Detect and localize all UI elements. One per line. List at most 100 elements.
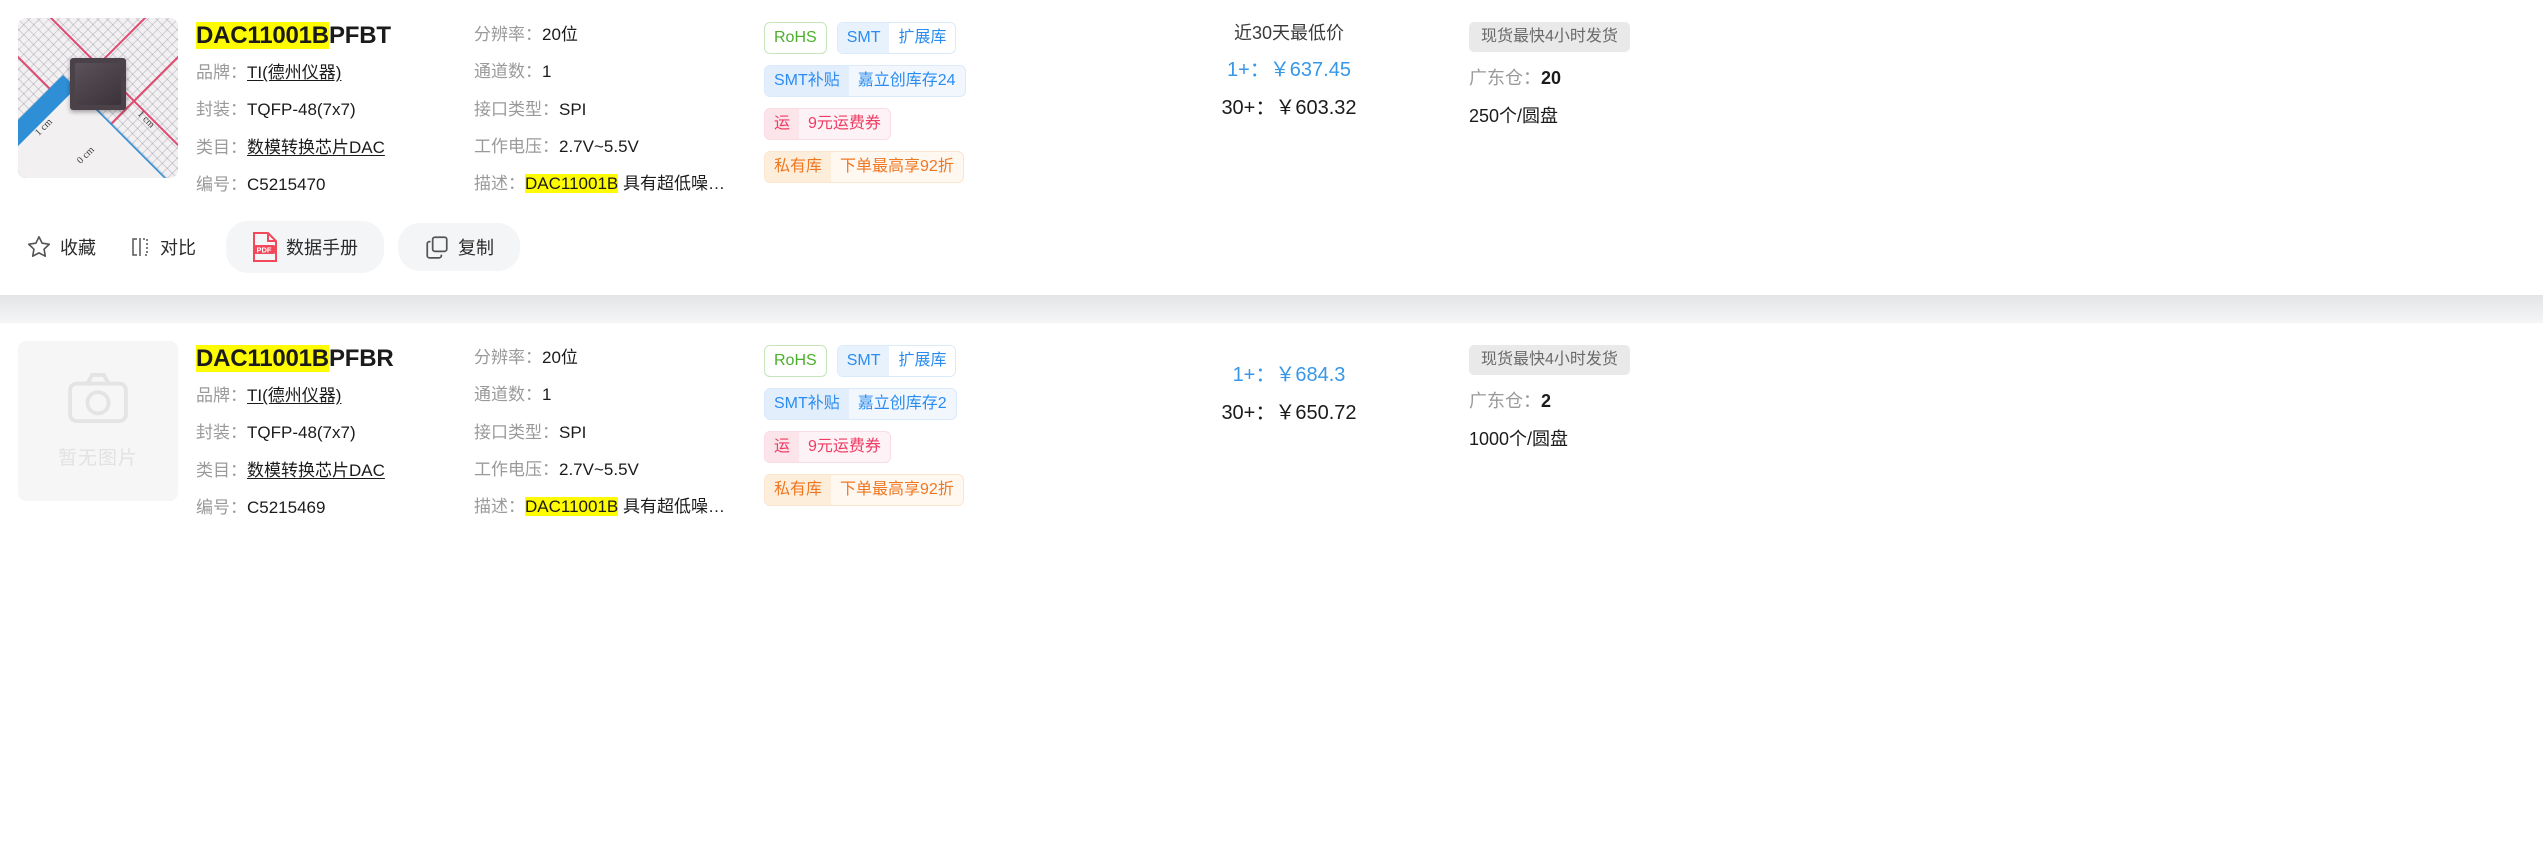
product-title-highlight: DAC11001B <box>196 22 329 49</box>
description-highlight: DAC11001B <box>525 174 619 193</box>
tag-ship[interactable]: 运 9元运费券 <box>764 431 891 463</box>
description-label: 描述： <box>474 497 525 516</box>
description-highlight: DAC11001B <box>525 497 619 516</box>
tag-ship-prefix: 运 <box>765 432 800 462</box>
compare-button[interactable]: 对比 <box>112 228 212 266</box>
price-qty: 30+： <box>1221 402 1276 424</box>
datasheet-label: 数据手册 <box>286 238 358 258</box>
product-thumbnail[interactable]: 暂无图片 <box>18 341 178 501</box>
spec-value: 2.7V~5.5V <box>559 136 639 156</box>
price-note: 近30天最低价 <box>1233 23 1345 43</box>
tag-private[interactable]: 私有库下单最高享92折 <box>764 151 964 183</box>
datasheet-button[interactable]: PDF 数据手册 <box>226 221 384 273</box>
attribute-row: 品牌：TI(德州仪器) <box>196 385 474 406</box>
packaging-info: 250个/圆盘 <box>1469 105 1559 126</box>
tag-row: 私有库下单最高享92折 <box>764 151 1109 183</box>
spec-row: 工作电压：2.7V~5.5V <box>474 136 764 157</box>
price-tier: 30+：￥603.32 <box>1109 98 1469 118</box>
price-qty: 1+： <box>1232 364 1276 386</box>
product-thumbnail-cell[interactable]: 暂无图片 <box>0 323 196 501</box>
warehouse-label: 广东仓： <box>1469 68 1541 88</box>
tag-smt-text: 扩展库 <box>889 346 956 376</box>
tag-rohs-label: RoHS <box>774 29 817 46</box>
tag-subsidy[interactable]: SMT补贴嘉立创库存24 <box>764 65 966 97</box>
attribute-label: 类目： <box>196 460 247 480</box>
tag-row: 运 9元运费券 <box>764 431 1109 463</box>
spec-row: 通道数：1 <box>474 61 764 82</box>
product-actions: 收藏 对比 PDF 数据手册 复制 <box>0 211 2543 295</box>
product-info-column: DAC11001BPFBR 品牌：TI(德州仪器) 封装：TQFP-48(7x7) 类… <box>196 323 474 534</box>
spec-value: 1 <box>542 62 552 82</box>
pdf-icon: PDF <box>252 232 278 262</box>
product-title[interactable]: DAC11001BPFBR <box>196 345 474 372</box>
no-image-text: 暂无图片 <box>57 448 138 469</box>
attribute-value[interactable]: 数模转换芯片DAC <box>247 460 385 480</box>
attribute-label: 类目： <box>196 137 247 157</box>
spec-label: 分辨率： <box>474 348 542 367</box>
tag-rohs[interactable]: RoHS <box>764 345 827 377</box>
attribute-value[interactable]: 数模转换芯片DAC <box>247 137 385 157</box>
price-tier: 1+：￥684.3 <box>1109 365 1469 385</box>
product-title-highlight: DAC11001B <box>196 345 329 372</box>
attribute-row: 编号：C5215470 <box>196 174 474 195</box>
spec-row: 工作电压：2.7V~5.5V <box>474 459 764 480</box>
warehouse-qty: 2 <box>1541 391 1552 411</box>
spec-value: 20位 <box>542 25 578 44</box>
copy-button[interactable]: 复制 <box>398 223 520 271</box>
attribute-value: C5215469 <box>247 497 326 517</box>
spec-label: 接口类型： <box>474 99 559 119</box>
product-title-rest: PFBT <box>328 22 391 49</box>
tag-rohs-label: RoHS <box>774 352 817 369</box>
tag-private[interactable]: 私有库下单最高享92折 <box>764 474 964 506</box>
stock-badge: 现货最快4小时发货 <box>1469 345 1630 375</box>
spec-label: 分辨率： <box>474 25 542 44</box>
tag-ship-text: 9元运费券 <box>808 438 881 455</box>
favorite-label: 收藏 <box>60 238 96 258</box>
tag-smt-prefix: SMT <box>837 23 890 53</box>
tag-subsidy-prefix: SMT补贴 <box>765 66 849 96</box>
compare-icon <box>128 235 152 259</box>
product-title[interactable]: DAC11001BPFBT <box>196 22 474 49</box>
attribute-value[interactable]: TI(德州仪器) <box>247 386 342 405</box>
tag-ship-text: 9元运费券 <box>808 115 881 132</box>
attribute-value: C5215470 <box>247 174 326 194</box>
copy-icon <box>424 234 450 260</box>
tag-private-prefix: 私有库 <box>765 475 832 505</box>
tag-row: SMT补贴嘉立创库存2 <box>764 388 1109 420</box>
tag-rohs[interactable]: RoHS <box>764 22 827 54</box>
compare-label: 对比 <box>160 238 196 258</box>
product-title-rest: PFBR <box>328 345 394 372</box>
attribute-label: 编号： <box>196 497 247 517</box>
no-image-placeholder: 暂无图片 <box>18 341 178 501</box>
price-qty: 30+： <box>1221 97 1276 119</box>
price-amount: ￥650.72 <box>1275 402 1357 424</box>
spec-row: 分辨率：20位 <box>474 24 764 45</box>
tag-subsidy-prefix: SMT补贴 <box>765 389 849 419</box>
warehouse-label: 广东仓： <box>1469 391 1541 411</box>
price-tier: 30+：￥650.72 <box>1109 403 1469 423</box>
attribute-row: 封装：TQFP-48(7x7) <box>196 422 474 443</box>
attribute-row: 类目：数模转换芯片DAC <box>196 137 474 158</box>
price-amount: ￥603.32 <box>1275 97 1357 119</box>
tag-private-text: 下单最高享92折 <box>840 481 954 498</box>
spec-row: 接口类型：SPI <box>474 422 764 443</box>
tag-subsidy[interactable]: SMT补贴嘉立创库存2 <box>764 388 957 420</box>
tag-smt-text: 扩展库 <box>889 23 956 53</box>
favorite-button[interactable]: 收藏 <box>10 228 112 266</box>
attribute-value[interactable]: TI(德州仪器) <box>247 63 342 82</box>
